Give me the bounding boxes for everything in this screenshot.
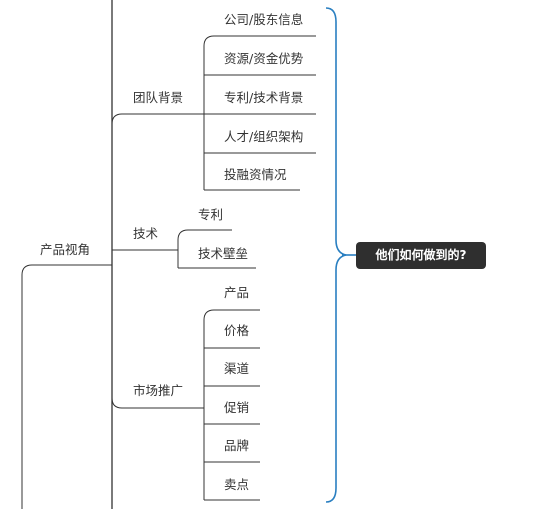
leaf-underlines-market [204,309,260,501]
branch-node-market[interactable]: 市场推广 [133,383,184,398]
subtree-bracket-tech [177,229,232,268]
leaf-node[interactable]: 价格 [224,323,250,338]
summary-node[interactable]: 他们如何做到的? [356,242,486,269]
branch-connector-team [111,113,190,125]
leaf-underlines-team [204,35,316,191]
leaf-node[interactable]: 资源/资金优势 [224,51,304,66]
branch-node-tech[interactable]: 技术 [133,226,159,241]
subtree-bracket-team [203,35,215,190]
leaf-node[interactable]: 投融资情况 [224,167,287,182]
leaf-node[interactable]: 促销 [224,400,250,415]
leaf-node[interactable]: 技术壁垒 [198,246,249,261]
leaf-node[interactable]: 人才/组织架构 [224,129,304,144]
root-connector [21,264,112,509]
subtree-bracket-market [203,309,215,500]
leaf-node[interactable]: 专利/技术背景 [224,90,304,105]
root-node[interactable]: 产品视角 [40,242,91,257]
leaf-node[interactable]: 公司/股东信息 [224,12,304,27]
leaf-node[interactable]: 卖点 [224,477,250,492]
branch-node-team[interactable]: 团队背景 [133,90,184,105]
leaf-node[interactable]: 产品 [224,285,250,300]
branch-connector-market [111,397,190,409]
leaf-node[interactable]: 专利 [198,207,224,222]
leaf-node[interactable]: 品牌 [224,438,250,453]
leaf-node[interactable]: 渠道 [224,361,250,376]
